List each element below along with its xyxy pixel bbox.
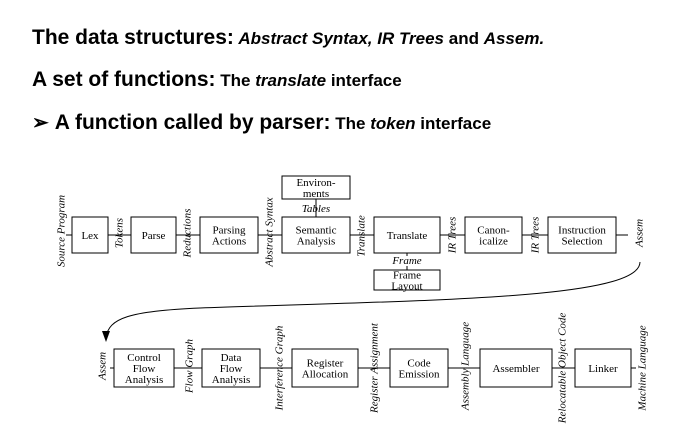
arrow-bullet-icon: ➢ [32,112,49,134]
edge-label-abstract-syntax: Abstract Syntax [264,197,276,267]
box-canon-icalize-label: Canon-icalize [477,225,510,248]
box-parse-label: Parse [142,230,166,242]
edge-label-ir-trees: IR Trees [530,217,542,255]
edge-label-flow-graph: Flow Graph [184,338,196,394]
edge-label-register-assignment: Register Assignment [369,322,381,414]
edge-label-machine-language: Machine Language [637,325,649,411]
edge-label-assembly-language: Assembly Language [460,322,472,411]
box-frame-layout-box [373,269,441,291]
box-translate-label: Translate [387,230,428,242]
arrowhead-icon [102,331,110,342]
frame-label: Frame [391,255,421,267]
box-data-flow-analysis-box [201,348,261,388]
box-instruction-selection-box [547,216,617,254]
edge-label-ir-trees: IR Trees [447,217,459,255]
tables-label: Tables [302,203,330,215]
bullet-data-structures: The data structures: Abstract Syntax, IR… [32,26,545,49]
edge-label-assem: Assem [634,219,646,248]
box-environments-label: Environ-ments [296,177,335,200]
box-lex-label: Lex [81,230,99,242]
box-assembler-box [479,348,553,388]
box-translate-box [373,216,441,254]
edge-label-assem: Assem [97,352,109,381]
edge-label-tokens: Tokens [114,218,126,248]
edge-label-reductions: Reductions [182,209,194,259]
box-parse-box [130,216,177,254]
edge-label-translate: Translate [356,215,368,257]
box-assembler-label: Assembler [492,363,539,375]
box-code-emission-box [389,348,449,388]
edge-label-relocatable-object-code: Relocatable Object Code [557,313,569,425]
edge-label-interference-graph: Interference Graph [274,325,286,411]
edge-label-source-program: Source Program [56,195,68,267]
assem-flow-curve [105,261,641,339]
box-linker-label: Linker [588,363,618,375]
bullet-parser-function: ➢A function called by parser: The token … [32,111,492,134]
bullet-set-of-functions: A set of functions: The translate interf… [32,68,402,91]
